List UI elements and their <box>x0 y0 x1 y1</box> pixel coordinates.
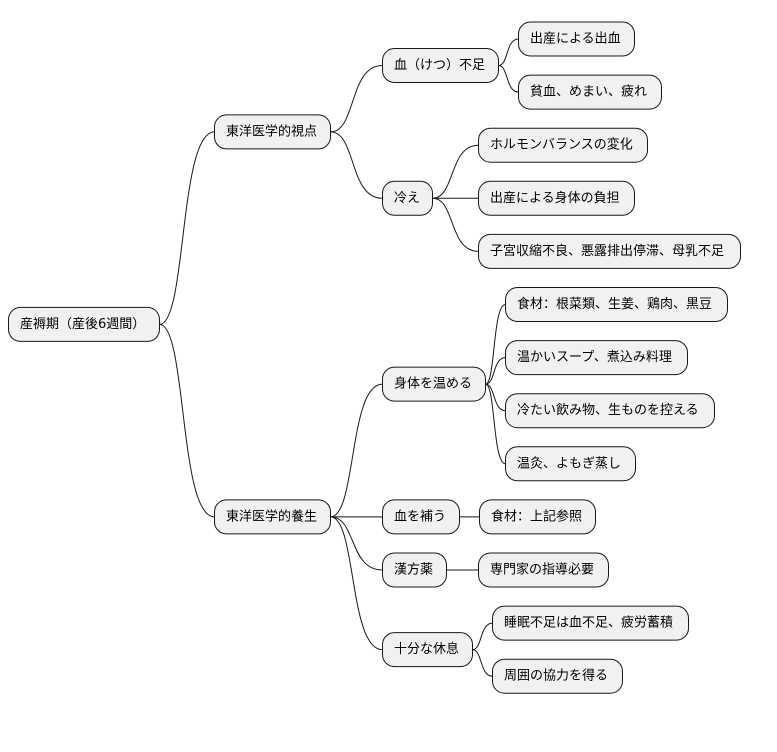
edge-to-node-d3-12 <box>485 304 506 385</box>
node-d2-18: 漢方薬 <box>382 552 447 588</box>
node-d3-15-box <box>505 446 636 482</box>
node-d3-17: 食材：上記参照 <box>479 499 596 535</box>
node-d3-13: 温かいスープ、煮込み料理 <box>505 340 688 376</box>
node-d3-4: 出産による出血 <box>518 21 635 57</box>
node-d3-4-box <box>518 21 635 57</box>
root-node: 産褥期（産後6週間） <box>8 306 160 342</box>
node-d3-19: 専門家の指導必要 <box>478 552 609 588</box>
node-d3-22-box <box>492 658 623 694</box>
node-d2-20-box <box>382 632 473 668</box>
node-d3-14-label: 冷たい飲み物、生ものを控える <box>517 402 699 418</box>
node-d3-19-box <box>478 552 609 588</box>
node-d3-17-box <box>479 499 596 535</box>
node-d2-20: 十分な休息 <box>382 632 473 668</box>
node-d2-6-box <box>382 180 433 216</box>
node-d2-16: 血を補う <box>382 499 460 535</box>
node-d3-12-label: 食材：根菜類、生姜、鶏肉、黒豆 <box>517 296 712 312</box>
edge-to-node-d3-15 <box>485 383 506 465</box>
node-d2-18-label: 漢方薬 <box>394 562 433 578</box>
node-d3-13-box <box>505 340 688 376</box>
node-d2-6-label: 冷え <box>394 191 420 206</box>
node-d1-10-box <box>214 499 331 535</box>
edge-to-node-d3-13 <box>485 357 506 385</box>
node-d3-7: ホルモンバランスの変化 <box>478 127 648 163</box>
node-d2-16-box <box>382 499 460 535</box>
node-d1-2-box <box>214 114 331 150</box>
node-d3-14: 冷たい飲み物、生ものを控える <box>505 393 715 429</box>
node-d3-8-box <box>478 180 635 216</box>
node-d3-9: 子宮収縮不良、悪露排出停滞、母乳不足 <box>478 233 741 269</box>
node-d2-11: 身体を温める <box>382 366 486 402</box>
edge-to-node-d3-5 <box>498 65 519 93</box>
node-d1-2: 東洋医学的視点 <box>214 114 331 150</box>
node-d3-8: 出産による身体の負担 <box>478 180 635 216</box>
edge-to-node-d2-6 <box>330 131 383 199</box>
edge-to-node-d2-18 <box>330 516 383 571</box>
node-d3-21-box <box>492 605 689 641</box>
node-d3-8-label: 出産による身体の負担 <box>490 190 620 206</box>
node-d3-5-box <box>518 74 662 110</box>
node-d3-15-label: 温灸、よもぎ蒸し <box>517 456 621 471</box>
node-d3-5-label: 貧血、めまい、疲れ <box>530 84 647 100</box>
node-d2-16-label: 血を補う <box>394 509 446 524</box>
mindmap-edges <box>159 38 519 677</box>
edge-to-node-d3-7 <box>432 144 479 199</box>
node-d1-10: 東洋医学的養生 <box>214 499 331 535</box>
node-d3-17-label: 食材：上記参照 <box>491 508 582 524</box>
node-d3-9-box <box>478 233 741 269</box>
mindmap-nodes: 産褥期（産後6週間） 東洋医学的視点 血（けつ）不足 出産による出血貧血、めまい、疲れ… <box>8 21 741 694</box>
node-d3-22: 周囲の協力を得る <box>492 658 623 694</box>
node-d3-7-box <box>478 127 648 163</box>
node-d3-13-label: 温かいスープ、煮込み料理 <box>517 350 672 365</box>
node-d2-3: 血（けつ）不足 <box>382 48 499 84</box>
edge-to-node-d2-3 <box>330 65 383 133</box>
node-d2-11-label: 身体を温める <box>394 376 472 392</box>
edge-to-node-d1-10 <box>159 323 215 518</box>
node-d3-22-label: 周囲の協力を得る <box>504 668 608 684</box>
node-d3-21: 睡眠不足は血不足、疲労蓄積 <box>492 605 689 641</box>
node-d3-14-box <box>505 393 715 429</box>
edge-to-node-d3-4 <box>498 38 519 67</box>
edge-to-node-d3-9 <box>432 197 479 252</box>
node-d2-6: 冷え <box>382 180 433 216</box>
root-node-label: 産褥期（産後6週間） <box>20 316 145 332</box>
node-d3-21-label: 睡眠不足は血不足、疲労蓄積 <box>504 615 673 631</box>
node-d3-5: 貧血、めまい、疲れ <box>518 74 662 110</box>
node-d3-4-label: 出産による出血 <box>530 31 621 47</box>
edge-to-node-d2-11 <box>330 383 383 518</box>
edge-to-node-d3-22 <box>472 649 493 677</box>
node-d2-3-label: 血（けつ）不足 <box>394 58 485 73</box>
edge-to-node-d2-20 <box>330 516 383 651</box>
edge-to-node-d3-21 <box>472 622 493 651</box>
node-d3-19-label: 専門家の指導必要 <box>490 562 594 578</box>
node-d2-18-box <box>382 552 447 588</box>
node-d2-3-box <box>382 48 499 84</box>
node-d3-15: 温灸、よもぎ蒸し <box>505 446 636 482</box>
root-node-box <box>8 306 160 342</box>
node-d1-10-label: 東洋医学的養生 <box>226 508 317 524</box>
node-d3-9-label: 子宮収縮不良、悪露排出停滞、母乳不足 <box>490 243 724 259</box>
node-d3-7-label: ホルモンバランスの変化 <box>490 137 633 153</box>
node-d2-20-label: 十分な休息 <box>394 641 459 657</box>
edge-to-node-d1-2 <box>159 131 215 325</box>
node-d1-2-label: 東洋医学的視点 <box>226 123 317 139</box>
node-d2-11-box <box>382 366 486 402</box>
node-d3-12-box <box>505 287 728 322</box>
node-d3-12: 食材：根菜類、生姜、鶏肉、黒豆 <box>505 287 728 322</box>
